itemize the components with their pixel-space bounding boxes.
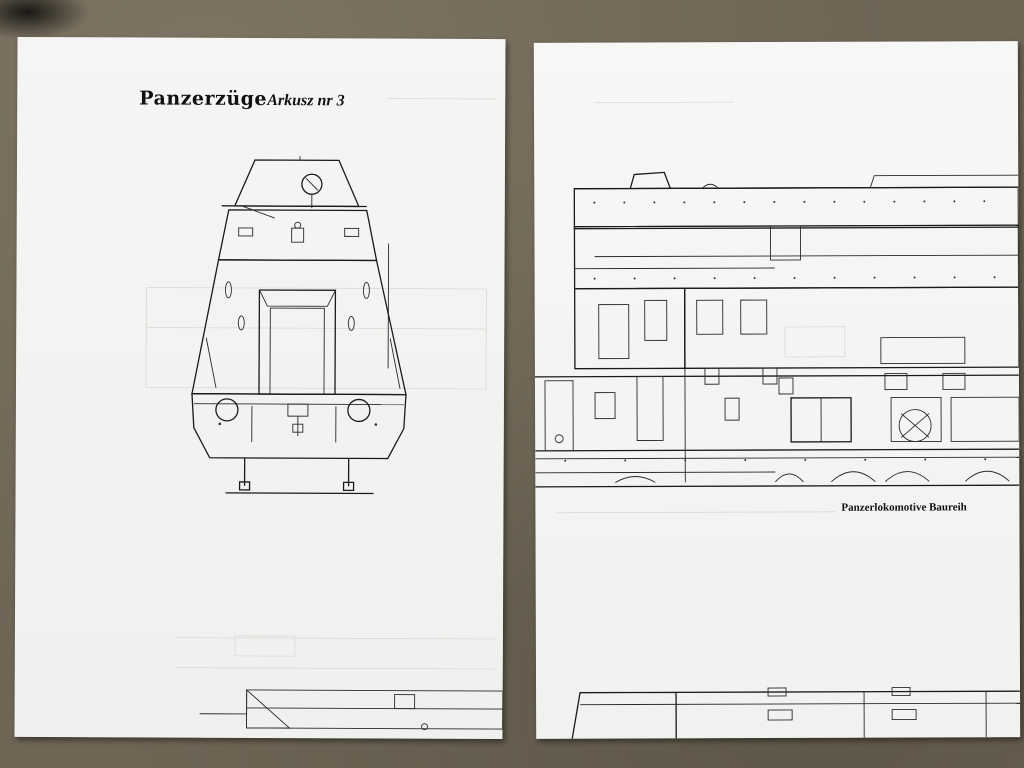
right-sheet: Panzerlokomotive Baureih <box>533 41 1021 739</box>
bleed-through-lines <box>145 98 498 670</box>
bottom-partial-drawing <box>571 687 1021 739</box>
running-gear <box>535 380 1020 488</box>
side-panels <box>534 286 1020 443</box>
bottom-partial-drawing <box>199 688 504 731</box>
shadow <box>0 0 90 40</box>
left-sheet: Panzerzüge Arkusz nr 3 <box>14 36 506 740</box>
main-body <box>191 259 407 396</box>
roof <box>574 171 1019 190</box>
bleed-through-lines <box>555 101 846 514</box>
undercarriage <box>225 457 374 495</box>
armored-locomotive-side-drawing <box>534 101 1021 739</box>
buffer-beam <box>191 393 407 460</box>
armored-train-front-drawing <box>145 98 504 731</box>
rivets <box>564 200 996 462</box>
cab <box>573 287 686 483</box>
upper-hull <box>573 186 1020 290</box>
cupola <box>221 156 367 219</box>
